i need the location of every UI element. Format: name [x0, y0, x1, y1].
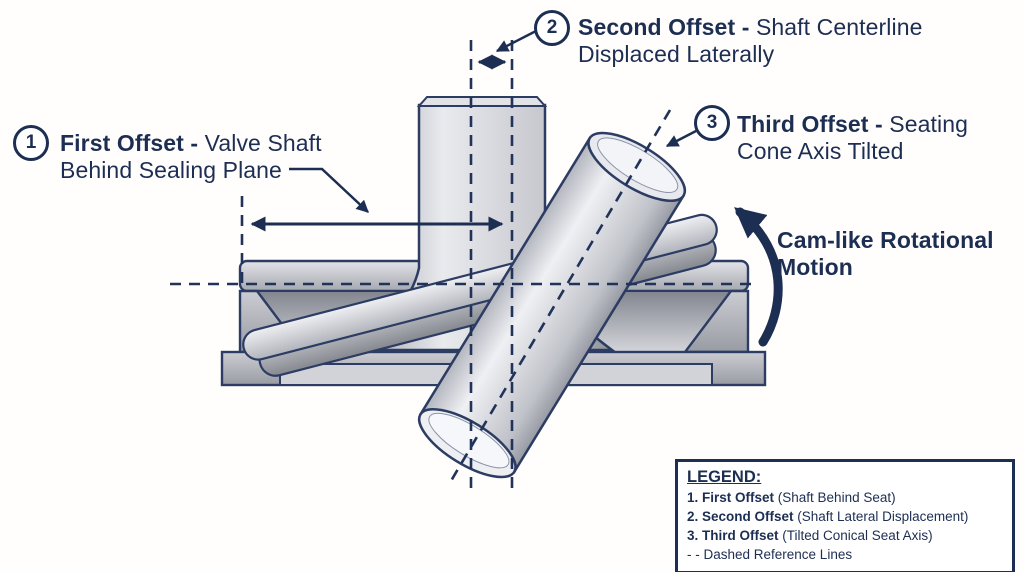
second-offset-title: Second Offset - — [578, 14, 756, 40]
third-offset-desc: Seating Cone Axis Tilted — [737, 111, 968, 164]
legend-item-3: 3. Third Offset (Tilted Conical Seat Axi… — [687, 526, 1004, 545]
second-offset-leader — [495, 29, 537, 53]
first-offset-title: First Offset - — [60, 130, 205, 156]
annotation-arrows — [250, 29, 783, 347]
legend-item-4: - - Dashed Reference Lines — [687, 545, 1004, 564]
legend-item-4-desc: - - Dashed Reference Lines — [687, 547, 853, 562]
callout-2-badge: 2 — [534, 10, 570, 46]
callout-1-badge: 1 — [13, 125, 49, 161]
dashed-reference-lines — [170, 40, 757, 495]
legend-item-2-term: 2. Second Offset — [687, 509, 798, 524]
first-offset-desc: Valve Shaft Behind Sealing Plane — [60, 130, 322, 183]
first-offset-leader — [289, 167, 369, 213]
legend-item-2-desc: (Shaft Lateral Displacement) — [797, 509, 969, 524]
legend-item-1-term: 1. First Offset — [687, 490, 778, 505]
legend-item-1: 1. First Offset (Shaft Behind Seat) — [687, 488, 1004, 507]
cam-motion-arrow — [734, 207, 783, 347]
cone-axis-line — [446, 109, 672, 487]
legend-item-3-term: 3. Third Offset — [687, 528, 783, 543]
third-offset-leader — [665, 129, 697, 148]
cam-motion-label: Cam-like Rotational Motion — [777, 227, 994, 280]
legend-title: LEGEND: — [687, 468, 762, 486]
legend-box: LEGEND: 1. First Offset (Shaft Behind Se… — [675, 459, 1015, 572]
third-offset-title: Third Offset - — [737, 111, 890, 137]
legend-item-1-desc: (Shaft Behind Seat) — [777, 490, 896, 505]
legend-item-3-desc: (Tilted Conical Seat Axis) — [782, 528, 933, 543]
third-offset-label: Third Offset - Seating Cone Axis Tilted — [737, 111, 995, 165]
legend-item-2: 2. Second Offset (Shaft Lateral Displace… — [687, 507, 1004, 526]
second-offset-label: Second Offset - Shaft Centerline Displac… — [578, 14, 930, 68]
first-offset-label: First Offset - Valve Shaft Behind Sealin… — [60, 130, 382, 184]
second-offset-desc: Shaft Centerline Displaced Laterally — [578, 14, 923, 67]
callout-3-badge: 3 — [694, 105, 730, 141]
